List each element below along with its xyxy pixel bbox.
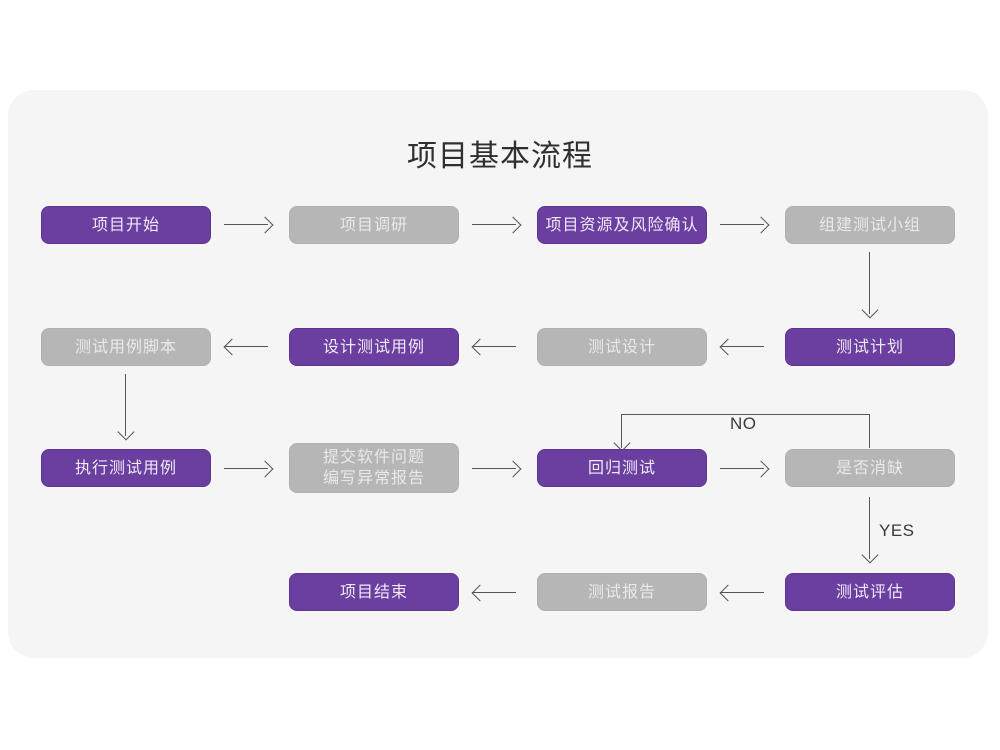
node-defect-cleared[interactable]: 是否消缺	[785, 449, 955, 487]
node-test-plan[interactable]: 测试计划	[785, 328, 955, 366]
node-test-report[interactable]: 测试报告	[537, 573, 707, 611]
node-test-case-script[interactable]: 测试用例脚本	[41, 328, 211, 366]
node-execute-test-case[interactable]: 执行测试用例	[41, 449, 211, 487]
node-regression-test[interactable]: 回归测试	[537, 449, 707, 487]
edge-n14-n13-line	[472, 592, 516, 593]
node-submit-defect-report[interactable]: 提交软件问题 编写异常报告	[289, 443, 459, 493]
edge-n8-n7-line	[720, 346, 764, 347]
node-resource-risk-confirm[interactable]: 项目资源及风险确认	[537, 206, 707, 244]
edge-n10-n11-line	[472, 468, 516, 469]
node-test-evaluation[interactable]: 测试评估	[785, 573, 955, 611]
node-test-design[interactable]: 测试设计	[537, 328, 707, 366]
node-project-research[interactable]: 项目调研	[289, 206, 459, 244]
node-project-start[interactable]: 项目开始	[41, 206, 211, 244]
edge-n7-n6-line	[472, 346, 516, 347]
edge-yes-line	[869, 497, 870, 559]
edge-no-loop-hline	[621, 414, 870, 415]
edge-n9-n10-line	[224, 468, 268, 469]
edge-n5-n9-line	[125, 374, 126, 436]
edge-n1-n2-line	[224, 224, 268, 225]
edge-n2-n3-line	[472, 224, 516, 225]
edge-no-loop-left-vline	[621, 414, 622, 448]
edge-n4-n8-line	[869, 252, 870, 314]
edge-n11-n12-line	[720, 468, 764, 469]
node-design-test-case[interactable]: 设计测试用例	[289, 328, 459, 366]
edge-no-loop-right-vline	[869, 414, 870, 448]
edge-label-no: NO	[730, 414, 757, 433]
diagram-card	[8, 90, 988, 658]
edge-n6-n5-line	[224, 346, 268, 347]
page-title: 项目基本流程	[407, 140, 593, 173]
edge-n3-n4-line	[720, 224, 764, 225]
edge-n15-n14-line	[720, 592, 764, 593]
edge-label-yes: YES	[879, 521, 915, 540]
node-project-end[interactable]: 项目结束	[289, 573, 459, 611]
node-build-test-team[interactable]: 组建测试小组	[785, 206, 955, 244]
